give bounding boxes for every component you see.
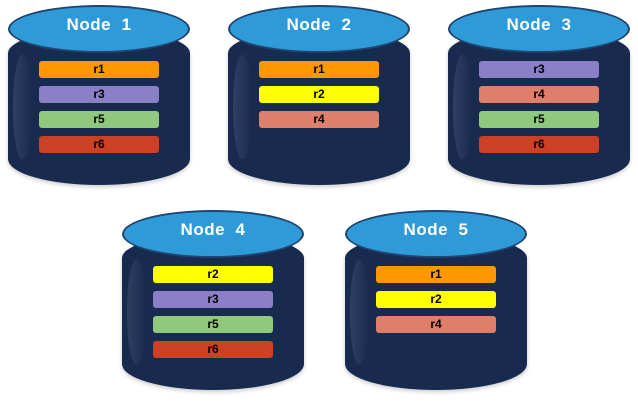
cylinder-body bbox=[228, 29, 410, 185]
record-bar[interactable]: r2 bbox=[258, 86, 380, 103]
cylinder-top-disc bbox=[345, 210, 527, 258]
record-bar[interactable]: r2 bbox=[152, 266, 274, 283]
record-bar[interactable]: r4 bbox=[258, 111, 380, 128]
record-bar[interactable]: r6 bbox=[478, 136, 600, 153]
record-bar[interactable]: r1 bbox=[38, 61, 160, 78]
database-cylinder-icon bbox=[8, 5, 190, 185]
node-1-record-list: r1 r3 r5 r6 bbox=[38, 61, 160, 153]
node-4[interactable]: Node 4 r2 r3 r5 r6 bbox=[122, 210, 304, 390]
cylinder-body bbox=[122, 234, 304, 390]
node-2[interactable]: Node 2 r1 r2 r4 bbox=[228, 5, 410, 185]
record-bar[interactable]: r1 bbox=[375, 266, 497, 283]
cylinder-top-disc bbox=[228, 5, 410, 53]
record-bar[interactable]: r5 bbox=[38, 111, 160, 128]
record-bar[interactable]: r2 bbox=[375, 291, 497, 308]
record-bar[interactable]: r6 bbox=[152, 341, 274, 358]
node-5-record-list: r1 r2 r4 bbox=[375, 266, 497, 333]
record-bar[interactable]: r4 bbox=[478, 86, 600, 103]
node-5[interactable]: Node 5 r1 r2 r4 bbox=[345, 210, 527, 390]
node-3-record-list: r3 r4 r5 r6 bbox=[478, 61, 600, 153]
node-1[interactable]: Node 1 r1 r3 r5 r6 bbox=[8, 5, 190, 185]
record-bar[interactable]: r1 bbox=[258, 61, 380, 78]
node-3-label: Node 3 bbox=[506, 15, 572, 34]
record-bar[interactable]: r4 bbox=[375, 316, 497, 333]
cylinder-body bbox=[8, 29, 190, 185]
record-bar[interactable]: r3 bbox=[152, 291, 274, 308]
node-2-label: Node 2 bbox=[286, 15, 352, 34]
cylinder-body bbox=[345, 234, 527, 390]
record-bar[interactable]: r3 bbox=[478, 61, 600, 78]
record-bar[interactable]: r5 bbox=[478, 111, 600, 128]
cylinder-top-disc bbox=[122, 210, 304, 258]
record-bar[interactable]: r5 bbox=[152, 316, 274, 333]
node-4-label: Node 4 bbox=[180, 220, 246, 239]
cylinder-body bbox=[448, 29, 630, 185]
cylinder-top-disc bbox=[8, 5, 190, 53]
node-3[interactable]: Node 3 r3 r4 r5 r6 bbox=[448, 5, 630, 185]
database-cylinder-icon bbox=[122, 210, 304, 390]
node-5-label: Node 5 bbox=[403, 220, 469, 239]
record-bar[interactable]: r3 bbox=[38, 86, 160, 103]
node-1-label: Node 1 bbox=[66, 15, 132, 34]
node-4-record-list: r2 r3 r5 r6 bbox=[152, 266, 274, 358]
node-2-record-list: r1 r2 r4 bbox=[258, 61, 380, 128]
cylinder-top-disc bbox=[448, 5, 630, 53]
record-bar[interactable]: r6 bbox=[38, 136, 160, 153]
